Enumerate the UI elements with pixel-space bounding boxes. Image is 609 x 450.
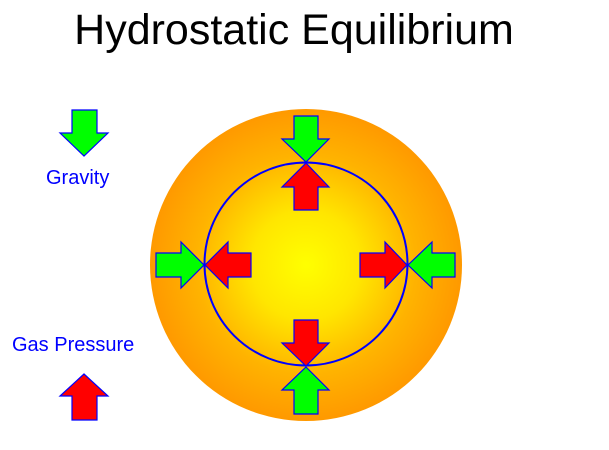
bottom-pressure-arrow-icon (280, 319, 331, 367)
legend-gravity-arrow-icon (58, 109, 110, 157)
diagram-title: Hydrostatic Equilibrium (74, 6, 514, 54)
right-gravity-arrow-icon (407, 240, 456, 290)
bottom-gravity-arrow-icon (280, 366, 331, 415)
legend-gravity-label: Gravity (46, 167, 110, 189)
top-pressure-arrow-icon (280, 162, 331, 211)
legend-gas-pressure-label: Gas Pressure (12, 334, 135, 356)
top-gravity-arrow-icon (280, 115, 331, 163)
left-pressure-arrow-icon (204, 240, 252, 290)
left-gravity-arrow-icon (155, 240, 205, 290)
star-sphere (150, 109, 462, 421)
legend-gas-pressure-arrow-icon (58, 373, 110, 421)
right-pressure-arrow-icon (359, 240, 408, 290)
